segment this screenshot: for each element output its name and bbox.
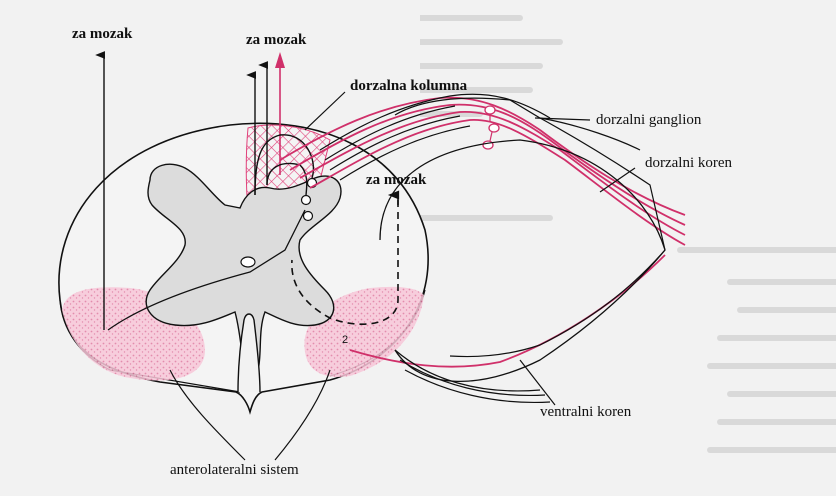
ganglion-cell-2	[488, 123, 500, 133]
label-dorzalna-kolumna: dorzalna kolumna	[350, 78, 468, 94]
neuron-2	[300, 194, 312, 206]
region-number-label: 2	[342, 334, 348, 346]
crossing-fiber-line	[107, 209, 306, 331]
label-dorzalni-koren: dorzalni koren	[645, 155, 733, 171]
leader-dorzalni-ganglion	[534, 117, 591, 121]
ventral-root-lines	[394, 349, 551, 404]
leader-ventralni-koren	[519, 359, 556, 406]
dorsal-root-fibers	[279, 96, 686, 368]
leader-dorzalna-kolumna	[304, 91, 346, 131]
label-za-mozak-top: za mozak	[246, 32, 307, 48]
leader-dorzalni-koren	[599, 167, 636, 193]
label-za-mozak-left: za mozak	[72, 26, 133, 42]
dorsal-ganglion-outline	[394, 97, 641, 151]
ventral-fissure	[237, 313, 261, 393]
background-text-lines	[420, 15, 836, 453]
label-za-mozak-mid: za mozak	[366, 172, 427, 188]
neuron-3	[302, 210, 314, 222]
dashed-pathway	[291, 200, 399, 325]
central-canal	[240, 256, 256, 268]
label-ventralni-koren: ventralni koren	[540, 404, 632, 420]
label-anterolateralni-sistem: anterolateralni sistem	[170, 462, 299, 478]
leader-anterolateral-left	[169, 369, 246, 461]
label-dorzalni-ganglion: dorzalni ganglion	[596, 112, 702, 128]
leader-anterolateral-right	[274, 369, 331, 461]
dorsal-root-outline	[319, 93, 551, 181]
ganglion-cell-1	[484, 105, 496, 115]
